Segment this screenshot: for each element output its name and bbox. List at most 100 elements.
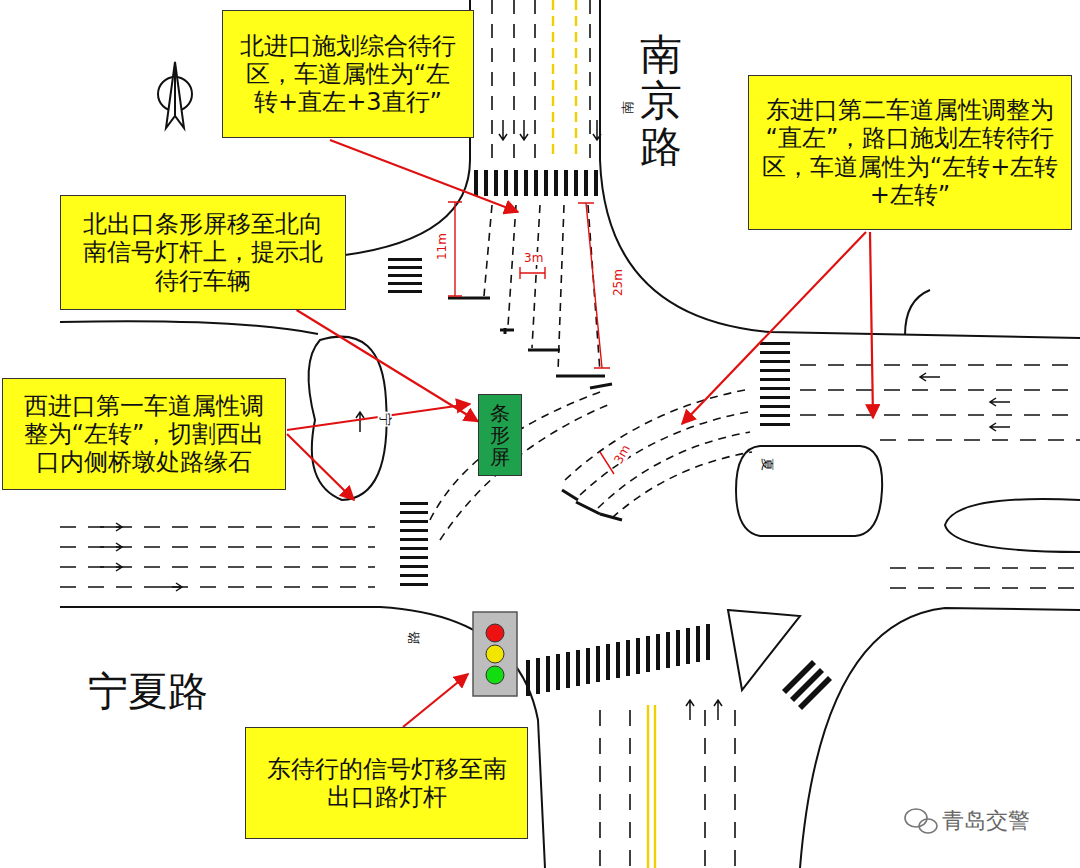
lane-arrows-part [356, 412, 364, 432]
crosswalks-part [606, 644, 610, 680]
north-compass-part [174, 62, 176, 116]
crosswalks-part [584, 170, 588, 196]
lane-arrows-part [714, 700, 722, 720]
crosswalks-part [474, 170, 478, 196]
crosswalks-part [388, 290, 422, 293]
road-marking: 宁 [377, 412, 391, 427]
dimension: 25m [612, 268, 625, 297]
crosswalks-part [534, 170, 538, 196]
stop-lines-part [504, 328, 507, 334]
crosswalks-part [546, 656, 550, 692]
crosswalks-part [798, 676, 832, 710]
watermark: 青岛交警 [942, 806, 1030, 836]
dimension-lines-part [586, 203, 602, 368]
callout-text: 东待行的信号灯移至南出口路灯杆 [258, 755, 515, 812]
lane-lines-part [734, 710, 736, 868]
lane-lines-part [491, 0, 493, 160]
crosswalks-part [760, 342, 790, 345]
lane-lines-part [800, 364, 1080, 366]
crosswalks-part [544, 170, 548, 196]
curb-lines-part [60, 321, 318, 334]
callout-box: 东进口第二车道属性调整为“直左”，路口施划左转待行区，车道属性为“左转+左转+左… [748, 75, 1072, 230]
stop-lines-part [556, 375, 605, 378]
watermark-icon-part [919, 819, 937, 833]
stop-lines-part [600, 514, 622, 520]
lane-lines-part [589, 0, 591, 160]
stop-lines [448, 298, 622, 520]
crosswalks-part [760, 351, 790, 354]
crosswalks-part [484, 170, 488, 196]
crosswalks-part [388, 266, 422, 269]
crosswalks-part [586, 648, 590, 684]
crosswalks-part [636, 638, 640, 674]
dimension-lines-part [578, 203, 610, 368]
lane-arrows-part [920, 373, 940, 381]
lane-arrows-part [160, 583, 182, 591]
lane-lines-part [629, 710, 631, 868]
lane-arrows-part [100, 563, 122, 571]
north-compass [158, 62, 192, 128]
traffic-light-part [486, 624, 504, 642]
crosswalks-part [646, 636, 650, 672]
curb-lines-part [736, 446, 882, 536]
north-compass-part [166, 62, 184, 128]
crosswalks-part [760, 387, 790, 390]
yellow-center-lines [553, 0, 655, 868]
crosswalks-part [666, 632, 670, 668]
lane-lines-part [880, 439, 1080, 441]
leader-arrows-part [403, 674, 468, 727]
lane-arrows-part [990, 423, 1010, 431]
waiting-area-lines-part [558, 205, 564, 372]
curb-lines-part [728, 610, 800, 690]
lane-lines-part [599, 710, 601, 868]
crosswalks-part [760, 405, 790, 408]
curb-lines-part [600, 0, 1080, 338]
yellow-center-lines-part [654, 705, 656, 868]
crosswalks-part [514, 170, 518, 196]
leader-arrows-part [287, 434, 354, 500]
yellow-center-lines-part [647, 705, 649, 868]
lane-lines-part [890, 587, 1080, 589]
lane-arrows-part [520, 120, 528, 140]
stop-lines-part [562, 490, 578, 500]
watermark-icon [905, 809, 937, 833]
crosswalks-part [564, 170, 568, 196]
crosswalks-part [760, 423, 790, 426]
lane-lines-part [513, 0, 515, 160]
crosswalks-part [400, 520, 428, 523]
waiting-area-lines-part [532, 205, 540, 348]
crosswalks-part [574, 170, 578, 196]
curb-lines-part [60, 607, 545, 868]
crosswalks-part [524, 170, 528, 196]
stop-lines-part [500, 329, 514, 332]
lane-lines-part [890, 567, 1080, 569]
crosswalks-part [760, 396, 790, 399]
crosswalks-part [400, 502, 428, 505]
callout-text: 条形屏 [490, 402, 510, 468]
crosswalks-part [526, 660, 530, 696]
crosswalks-part [388, 274, 422, 277]
led-screen: 条形屏 [478, 394, 522, 476]
crosswalks-part [760, 414, 790, 417]
crosswalks-part [554, 170, 558, 196]
crosswalks-part [388, 258, 422, 261]
traffic-light-part [486, 666, 504, 684]
crosswalks-part [400, 538, 428, 541]
traffic-light-part [473, 612, 517, 696]
lane-arrows-part [100, 543, 122, 551]
waiting-area-lines-part [580, 412, 748, 495]
crosswalks-part [594, 170, 598, 196]
waiting-area-lines-part [565, 390, 745, 480]
stop-lines-part [576, 502, 600, 514]
lane-lines-part [704, 710, 706, 868]
waiting-area-lines-part [508, 205, 516, 326]
lane-arrows-part [593, 120, 601, 140]
dimension-lines-part [454, 202, 455, 296]
crosswalks-part [388, 282, 422, 285]
waiting-area-lines-part [430, 392, 600, 520]
crosswalks-part [760, 360, 790, 363]
curb-lines-part [800, 608, 1080, 868]
traffic-light-part [486, 645, 504, 663]
dimension-lines-part [520, 267, 545, 279]
